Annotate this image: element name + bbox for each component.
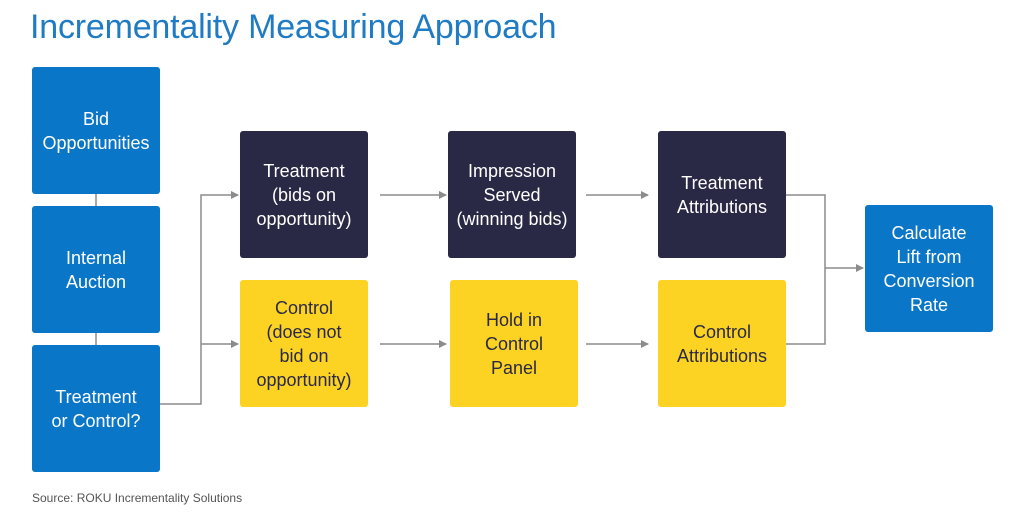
- node-impression-served: Impression Served (winning bids): [448, 131, 576, 258]
- arrow-treatment-attr-to-merge: [786, 194, 826, 345]
- node-treatment-attributions: Treatment Attributions: [658, 131, 786, 258]
- arrow-split-to-treatment: [160, 191, 239, 405]
- node-calculate-lift: Calculate Lift from Conversion Rate: [865, 205, 993, 332]
- node-control: Control (does not bid on opportunity): [240, 280, 368, 407]
- page-title: Incrementality Measuring Approach: [30, 8, 557, 46]
- source-caption: Source: ROKU Incrementality Solutions: [32, 491, 243, 505]
- node-control-attributions: Control Attributions: [658, 280, 786, 407]
- node-internal-auction: Internal Auction: [32, 206, 160, 333]
- node-bid-opportunities: Bid Opportunities: [32, 67, 160, 194]
- node-hold-in-control-panel: Hold in Control Panel: [450, 280, 578, 407]
- node-treatment-or-control: Treatment or Control?: [32, 345, 160, 472]
- node-treatment: Treatment (bids on opportunity): [240, 131, 368, 258]
